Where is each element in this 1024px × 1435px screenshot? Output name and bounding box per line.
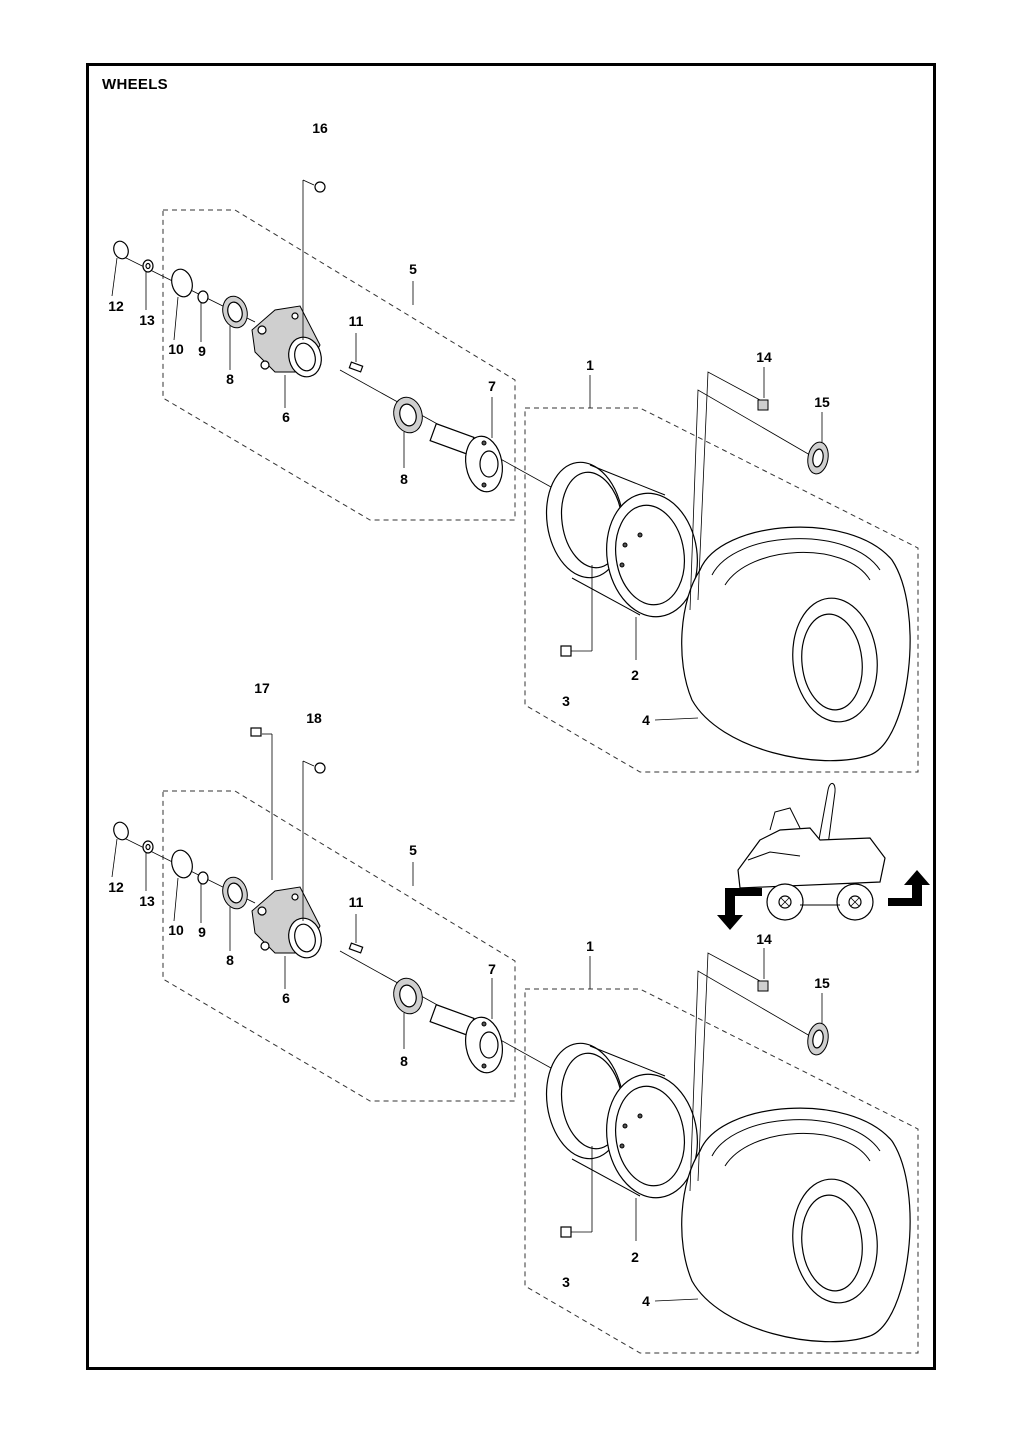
- callout-15: 15: [814, 394, 830, 410]
- callout-12: 12: [108, 298, 124, 314]
- callout-17: 17: [254, 680, 270, 696]
- callout-4: 4: [642, 1293, 650, 1309]
- callout-13: 13: [139, 893, 155, 909]
- top-wheel-assembly: [110, 179, 919, 773]
- callout-5: 5: [409, 842, 417, 858]
- callout-1: 1: [586, 357, 594, 373]
- callout-5: 5: [409, 261, 417, 277]
- callout-11: 11: [349, 313, 364, 329]
- callout-13: 13: [139, 312, 155, 328]
- callouts-top: 16 5 11 12 13 10 9 8 6 7 8 1 14 15 2 3 4: [108, 120, 830, 728]
- callout-10: 10: [168, 922, 184, 938]
- callout-12: 12: [108, 879, 124, 895]
- callout-16: 16: [312, 120, 328, 136]
- callout-2: 2: [631, 1249, 639, 1265]
- callout-14: 14: [756, 931, 772, 947]
- callout-3: 3: [562, 1274, 570, 1290]
- mower-side-view-icon: [717, 783, 930, 930]
- callout-1: 1: [586, 938, 594, 954]
- callout-11: 11: [349, 894, 364, 910]
- diagram-frame: [86, 63, 936, 1370]
- callouts-bottom: 17 18 5 11 12 13 10 9 8 6 7 8 1 14 15 2 …: [108, 680, 830, 1309]
- callout-14: 14: [756, 349, 772, 365]
- callout-8-second: 8: [400, 471, 408, 487]
- callout-7: 7: [488, 378, 496, 394]
- callout-4: 4: [642, 712, 650, 728]
- bolt-17: [250, 727, 273, 880]
- callout-9: 9: [198, 343, 206, 359]
- callout-6: 6: [282, 990, 290, 1006]
- callout-3: 3: [562, 693, 570, 709]
- callout-8: 8: [226, 952, 234, 968]
- callout-6: 6: [282, 409, 290, 425]
- diagram-title: WHEELS: [102, 76, 168, 93]
- callout-10: 10: [168, 341, 184, 357]
- callout-8: 8: [226, 371, 234, 387]
- callout-9: 9: [198, 924, 206, 940]
- callout-2: 2: [631, 667, 639, 683]
- callout-8-second: 8: [400, 1053, 408, 1069]
- callout-7: 7: [488, 961, 496, 977]
- callout-18: 18: [306, 710, 322, 726]
- callout-15: 15: [814, 975, 830, 991]
